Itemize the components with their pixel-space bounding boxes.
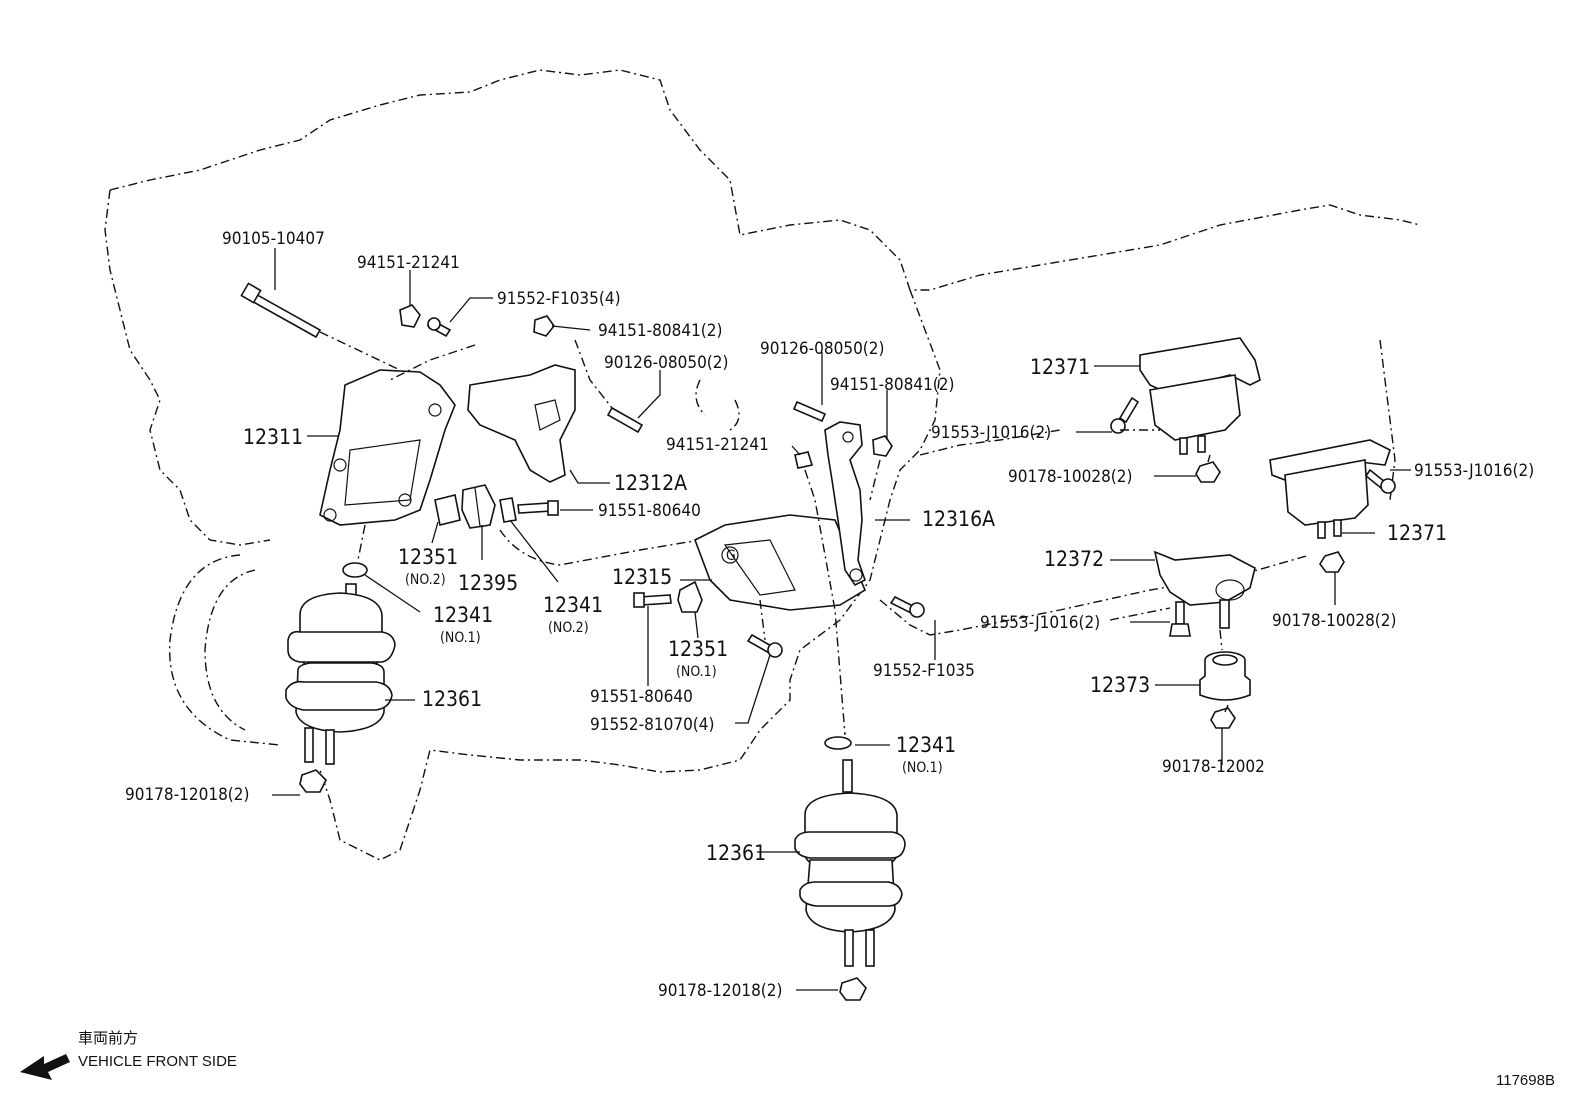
label-12371-a: 12371 xyxy=(1030,355,1090,379)
mount-12373 xyxy=(1199,651,1251,701)
label-90105-10407: 90105-10407 xyxy=(222,229,325,249)
label-91552-F1035: 91552-F1035 xyxy=(873,661,975,681)
label-91553-J1016-2-c: 91553-J1016(2) xyxy=(980,613,1100,633)
bushing-12351-no1 xyxy=(677,580,703,613)
stud-90126-08050-right xyxy=(792,400,827,423)
vehicle-front-indicator: 車両前方 VEHICLE FRONT SIDE xyxy=(20,1030,237,1080)
label-12395: 12395 xyxy=(458,571,518,595)
bolt-91552-F1035-single xyxy=(889,595,925,618)
bracket-12372 xyxy=(1153,550,1256,629)
bracket-12312A xyxy=(467,364,576,483)
label-12341-a-sub: (NO.1) xyxy=(440,630,481,646)
bolt-91552-81070 xyxy=(746,633,783,658)
label-12315: 12315 xyxy=(612,565,672,589)
bolt-91553-J1016-b xyxy=(1364,468,1396,494)
label-91553-J1016-2-b: 91553-J1016(2) xyxy=(1414,461,1534,481)
diagram-id: 117698B xyxy=(1496,1072,1555,1089)
bushing-12395 xyxy=(461,484,496,529)
label-12351-a-sub: (NO.2) xyxy=(405,572,446,588)
label-12361-b: 12361 xyxy=(706,841,766,865)
mount-12371-lower xyxy=(1269,439,1391,539)
label-90178-10028-2-b: 90178-10028(2) xyxy=(1272,611,1396,631)
nut-90178-12002 xyxy=(1210,707,1236,729)
svg-text:G: G xyxy=(726,548,736,564)
bracket-12316A xyxy=(824,421,866,587)
label-12351-b: 12351 xyxy=(668,637,728,661)
label-91552-F1035-4: 91552-F1035(4) xyxy=(497,289,621,309)
nut-90178-10028-a xyxy=(1195,461,1221,483)
label-12351-a: 12351 xyxy=(398,545,458,569)
assembly-lines xyxy=(319,331,1229,736)
label-91551-80640-a: 91551-80640 xyxy=(598,501,701,521)
label-12311: 12311 xyxy=(243,425,303,449)
bracket-12311 xyxy=(319,369,456,526)
label-91552-81070-4: 91552-81070(4) xyxy=(590,715,714,735)
label-94151-80841-2-b: 94151-80841(2) xyxy=(830,375,954,395)
label-94151-21241-a: 94151-21241 xyxy=(357,253,460,273)
mount-12361-left xyxy=(285,583,396,765)
labels: 90105-10407 94151-21241 91552-F1035(4) 9… xyxy=(125,229,1534,1001)
label-12341-c: 12341 xyxy=(896,733,956,757)
washer-12341-no1-a xyxy=(342,562,368,578)
stud-90126-08050-left xyxy=(606,406,644,434)
front-label-english: VEHICLE FRONT SIDE xyxy=(78,1053,237,1070)
label-91553-J1016-2-a: 91553-J1016(2) xyxy=(931,423,1051,443)
bushing-12351-no2 xyxy=(434,494,461,526)
nut-90178-10028-b xyxy=(1319,551,1345,573)
leader-lines xyxy=(272,248,1411,991)
bolt-91552-F1035 xyxy=(426,317,452,338)
label-94151-80841-2-a: 94151-80841(2) xyxy=(598,321,722,341)
label-12372: 12372 xyxy=(1044,547,1104,571)
label-12341-b: 12341 xyxy=(543,593,603,617)
label-90178-12002: 90178-12002 xyxy=(1162,757,1265,777)
label-12312A: 12312A xyxy=(614,471,687,495)
label-12361-a: 12361 xyxy=(422,687,482,711)
nut-94151-80841-right xyxy=(872,435,893,457)
nut-94151-21241-b xyxy=(794,451,814,469)
label-91551-80640-b: 91551-80640 xyxy=(590,687,693,707)
bolt-90105-10407 xyxy=(240,282,322,339)
bolt-91551-80640-b xyxy=(633,592,672,608)
front-label-japanese: 車両前方 xyxy=(78,1030,138,1047)
bolt-91553-J1016-c xyxy=(1169,601,1191,637)
front-arrow-icon xyxy=(20,1054,70,1080)
nut-90178-12018-a xyxy=(299,769,327,793)
label-90126-08050-2-a: 90126-08050(2) xyxy=(604,353,728,373)
label-12341-b-sub: (NO.2) xyxy=(548,620,589,636)
bolt-91551-80640-a xyxy=(517,500,559,516)
label-90178-10028-2-a: 90178-10028(2) xyxy=(1008,467,1132,487)
washer-12341-no1-b xyxy=(824,736,852,750)
bolt-91553-J1016-a xyxy=(1110,396,1140,434)
label-12373: 12373 xyxy=(1090,673,1150,697)
nut-94151-21241 xyxy=(399,304,421,328)
label-94151-21241-b: 94151-21241 xyxy=(666,435,769,455)
label-90126-08050-2-b: 90126-08050(2) xyxy=(760,339,884,359)
washer-12341-no2 xyxy=(499,497,517,523)
mount-12361-center xyxy=(794,759,906,967)
label-12371-b: 12371 xyxy=(1387,521,1447,545)
label-12351-b-sub: (NO.1) xyxy=(676,664,717,680)
nut-94151-80841-left xyxy=(533,315,555,337)
label-12316A: 12316A xyxy=(922,507,995,531)
label-90178-12018-2-b: 90178-12018(2) xyxy=(658,981,782,1001)
engine-outline xyxy=(104,69,1421,861)
label-12341-c-sub: (NO.1) xyxy=(902,760,943,776)
label-12341-a: 12341 xyxy=(433,603,493,627)
nut-90178-12018-b xyxy=(839,977,867,1001)
label-90178-12018-2-a: 90178-12018(2) xyxy=(125,785,249,805)
mount-12371-upper xyxy=(1139,337,1261,455)
